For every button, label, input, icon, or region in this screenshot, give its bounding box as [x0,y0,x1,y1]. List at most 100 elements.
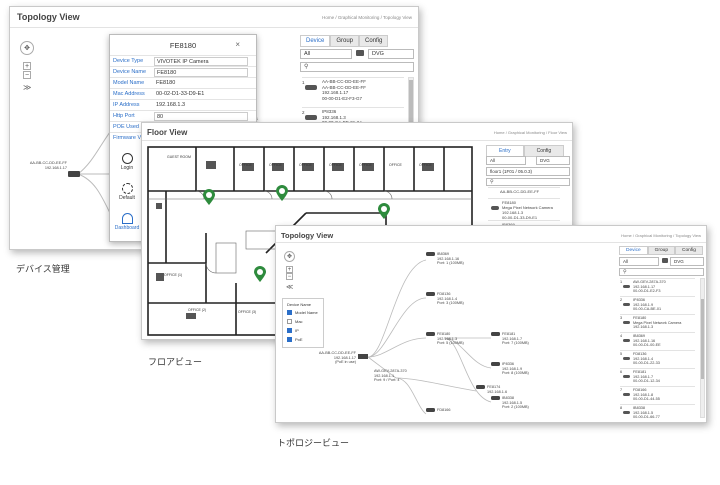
camera-pin[interactable] [378,203,390,219]
pan-control[interactable]: ✥ [284,251,295,262]
http-port-input[interactable]: 80 [154,112,248,121]
camera-pin[interactable] [276,185,288,201]
caption-topology-view: トポロジービュー [277,439,350,449]
camera-icon [426,408,435,412]
switch-node[interactable]: AW-GEV-287A-370 192.168.1.1 Port: 9 / Po… [374,369,407,383]
display-options-panel: Device Name Model Name Mac IP PoE [282,298,324,348]
caption-device-management: デバイス管理 [16,265,70,275]
filter-select[interactable]: All [486,156,526,165]
camera-icon [623,375,630,378]
window-title: Topology View [281,231,334,240]
dvg-select[interactable]: DVG [368,49,414,59]
tab-group[interactable]: Group [647,246,676,255]
login-button[interactable]: Login [114,153,140,171]
floor-select[interactable]: floor1 (1F01 / 05.0.3) [486,167,570,176]
filter-select[interactable]: All [300,49,352,59]
camera-icon [623,339,630,342]
expand-icon[interactable]: ≪ [286,284,294,291]
camera-icon [426,332,435,336]
topology-links [367,259,492,415]
search-input[interactable]: ⚲ [300,62,414,72]
camera-icon [476,385,485,389]
checkbox-icon [287,319,292,325]
device-name-input[interactable]: FE8180 [154,68,248,77]
dvg-select[interactable]: DVG [670,257,704,266]
device-tabs: Device Group Config [300,35,389,47]
legend-title: Device Name [287,302,312,307]
device-type-select[interactable]: VIVOTEK IP Camera [154,57,248,66]
topology-view-window: Topology View Home / Graphical Monitorin… [275,225,707,423]
dashboard-button[interactable]: Dashboard [114,213,140,231]
list-item[interactable]: 1 AA-BB-CC-DD-EE-FF AA-BB-CC-DD-EE-FF 19… [302,77,404,105]
zoom-in-button[interactable]: + [23,62,31,70]
list-item[interactable]: AA-BB-CC-DD-EE-FF [488,187,560,197]
search-input[interactable]: ⚲ [619,268,704,276]
zoom-out-button[interactable]: − [23,71,31,79]
tab-config[interactable]: Config [675,246,703,255]
pan-control[interactable]: ✥ [20,41,34,55]
camera-icon [491,362,500,366]
camera-node[interactable]: FD8166 [426,408,451,413]
refresh-icon [121,183,133,194]
option-ip[interactable]: IP [287,328,299,334]
camera-icon [623,321,630,324]
dialog-title: FE8180 [169,41,197,50]
default-button[interactable]: Default [114,183,140,201]
camera-icon [491,332,500,336]
camera-pin[interactable] [203,189,215,205]
camera-icon [426,252,435,256]
search-icon: ⚲ [304,64,309,70]
tab-device[interactable]: Device [619,246,648,255]
filter-select[interactable]: All [619,257,659,266]
dashboard-icon [121,213,133,224]
camera-icon [662,258,668,263]
camera-icon [623,393,630,396]
option-mac[interactable]: Mac [287,319,303,325]
tab-group[interactable]: Group [330,35,360,47]
camera-icon [623,357,630,360]
room-label: OFFICE (3) [238,310,257,314]
camera-pin[interactable] [254,266,266,282]
root-device-node[interactable]: AA-BB-CC-DD-EE-FF 192.168.1.17 [29,161,67,170]
zoom-in-button[interactable]: + [286,266,293,273]
search-input[interactable]: ⚲ [486,178,570,186]
option-model-name[interactable]: Model Name [287,310,318,316]
dvg-select[interactable]: DVG [536,156,570,165]
breadcrumb: Home / Graphical Monitoring / Topology V… [621,233,701,238]
option-poe[interactable]: PoE [287,337,303,343]
tab-config[interactable]: Config [359,35,389,47]
root-device-node[interactable]: AA-BB-CC-DD-EE-FF 192.168.1.17 (PoE in u… [318,351,356,365]
collapse-icon[interactable]: ≫ [23,83,32,92]
camera-icon [305,115,317,120]
dialog-close-button[interactable]: × [235,40,240,49]
camera-icon [491,396,500,400]
window-title: Topology View [17,12,80,22]
room-label: OFFICE [419,163,432,167]
room-label: OFFICE [389,163,402,167]
list-scrollbar[interactable] [700,278,705,418]
zoom-out-button[interactable]: − [286,273,293,280]
tab-device[interactable]: Device [300,35,331,47]
mac-address-value: 00-02-D1-33-D9-E1 [156,91,205,97]
